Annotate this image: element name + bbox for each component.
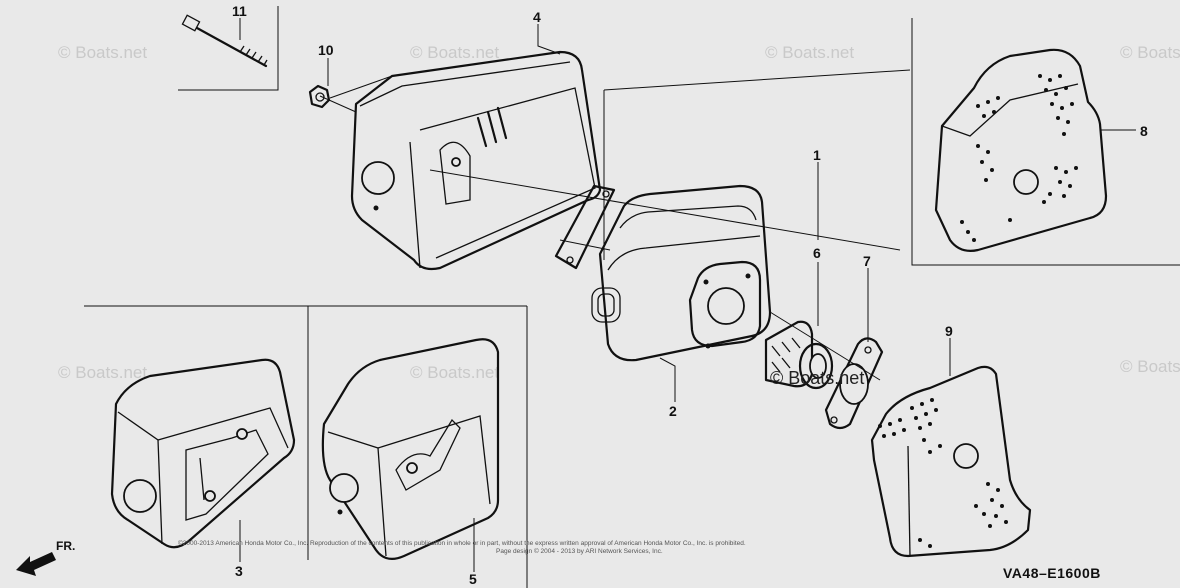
muffler-gasket [554,184,616,270]
muffler-cover-part-9[interactable] [870,365,1032,558]
callout-10: 10 [318,42,334,58]
lead-line [319,95,357,113]
callout-leaders [239,18,951,572]
callout-1: 1 [813,147,821,163]
muffler-protector-part-4[interactable] [350,50,602,271]
callout-8: 8 [1140,123,1148,139]
callout-2: 2 [669,403,677,419]
direction-label: FR. [56,539,75,553]
watermark: © Boats.net [1120,357,1180,376]
copyright-line-1: ©2000-2013 American Honda Motor Co., Inc… [178,539,746,547]
diagram-code: VA48–E1600B [1003,565,1101,581]
watermark-center: © Boats.net [770,368,864,388]
callout-5: 5 [469,571,477,587]
callouts: 1 2 3 4 5 6 7 8 9 10 11 [232,3,1148,587]
watermark: © Boats.net [410,363,499,382]
callout-4: 4 [533,9,541,25]
nut-part-10[interactable] [308,84,331,109]
vent-holes [960,74,1078,242]
callout-11: 11 [232,3,247,19]
copyright-line-2: Page design © 2004 - 2013 by ARI Network… [496,547,663,555]
protector-part-3[interactable] [110,358,296,549]
watermark: © Boats.net [58,363,147,382]
muffler-cover-part-8[interactable] [934,48,1108,252]
watermarks: © Boats.net © Boats.net © Boats.net © Bo… [58,43,1180,382]
exploded-view-lines [429,69,911,381]
callout-9: 9 [945,323,953,339]
front-direction-indicator: FR. [16,539,75,576]
muffler-part-2[interactable] [591,184,772,362]
vent-holes [878,398,1008,548]
watermark: © Boats.net [1120,43,1180,62]
protector-part-5[interactable] [321,338,500,561]
watermark: © Boats.net [58,43,147,62]
bolt-part-11[interactable] [181,14,268,68]
callout-3: 3 [235,563,243,579]
lead-line [329,75,393,99]
callout-6: 6 [813,245,821,261]
callout-7: 7 [863,253,871,269]
watermark: © Boats.net [410,43,499,62]
frame-lines [84,6,1180,588]
direction-arrow-icon [16,552,56,576]
spark-arrester-part-6[interactable] [764,320,834,390]
gasket-part-7[interactable] [824,337,884,430]
watermark: © Boats.net [765,43,854,62]
